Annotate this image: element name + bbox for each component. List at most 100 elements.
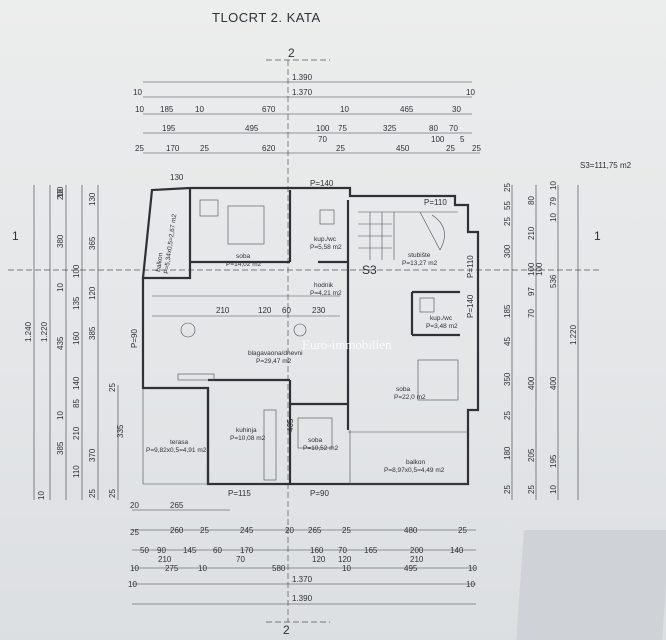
section-mark-bottom: 2 <box>283 623 290 637</box>
svg-text:120: 120 <box>312 555 326 564</box>
bed-1 <box>227 205 265 245</box>
svg-text:210: 210 <box>158 555 172 564</box>
svg-text:185: 185 <box>503 304 512 318</box>
svg-text:100: 100 <box>72 264 81 278</box>
svg-text:620: 620 <box>262 144 276 153</box>
svg-text:10: 10 <box>135 105 144 114</box>
svg-text:1.390: 1.390 <box>292 73 313 82</box>
left-dimension-lines <box>33 185 119 500</box>
svg-text:25: 25 <box>503 485 512 494</box>
svg-text:60: 60 <box>282 306 291 315</box>
svg-text:210: 210 <box>72 426 81 440</box>
svg-text:210: 210 <box>216 306 230 315</box>
svg-text:536: 536 <box>549 274 558 288</box>
svg-text:25: 25 <box>108 489 117 498</box>
svg-text:130: 130 <box>88 192 97 206</box>
svg-text:365: 365 <box>88 236 97 250</box>
svg-text:10: 10 <box>128 580 137 589</box>
watermark-text: Euro-immobilien <box>302 337 392 352</box>
column-circle <box>293 323 307 337</box>
svg-text:210: 210 <box>527 226 536 240</box>
svg-text:10: 10 <box>56 411 65 420</box>
wc-fixture-2 <box>419 297 435 313</box>
svg-text:P=110: P=110 <box>466 255 475 278</box>
svg-text:135: 135 <box>72 296 81 310</box>
room-kupwc-1-area: P=5,58 m2 <box>310 244 342 251</box>
svg-text:25: 25 <box>458 526 467 535</box>
stair-label: S3 <box>362 263 377 277</box>
section-mark-left: 1 <box>12 229 19 243</box>
room-stubiste-area: P=13,27 m2 <box>402 260 438 267</box>
svg-text:10: 10 <box>195 105 204 114</box>
svg-text:180: 180 <box>503 446 512 460</box>
section-mark-right: 1 <box>594 229 601 243</box>
svg-text:10: 10 <box>133 88 142 97</box>
svg-text:170: 170 <box>240 546 254 555</box>
svg-text:140: 140 <box>450 546 464 555</box>
svg-text:60: 60 <box>213 546 222 555</box>
building-walls <box>141 186 480 486</box>
svg-text:70: 70 <box>318 135 327 144</box>
svg-text:10: 10 <box>549 213 558 222</box>
staircase <box>358 211 458 260</box>
svg-text:20: 20 <box>285 526 294 535</box>
svg-text:195: 195 <box>162 124 176 133</box>
svg-text:P=110: P=110 <box>424 198 447 207</box>
svg-text:300: 300 <box>503 244 512 258</box>
svg-text:200: 200 <box>410 546 424 555</box>
svg-text:10: 10 <box>340 105 349 114</box>
svg-text:25: 25 <box>88 489 97 498</box>
room-kupwc-2-area: P=3,48 m2 <box>426 323 458 330</box>
room-terasa-area: P=9,82x0,5=4,91 m2 <box>146 447 207 454</box>
room-soba-1-name: soba <box>236 253 250 260</box>
room-kuhinja-name: kuhinja <box>236 427 257 434</box>
svg-text:405: 405 <box>286 418 295 432</box>
svg-text:90: 90 <box>157 546 166 555</box>
table-circle <box>180 322 196 338</box>
svg-text:30: 30 <box>452 105 461 114</box>
svg-text:25: 25 <box>130 528 139 537</box>
svg-text:10: 10 <box>468 564 477 573</box>
svg-text:97: 97 <box>527 287 536 296</box>
svg-text:145: 145 <box>183 546 197 555</box>
svg-text:10: 10 <box>198 564 207 573</box>
top-dimension-lines <box>143 81 480 154</box>
svg-text:160: 160 <box>310 546 324 555</box>
svg-text:25: 25 <box>336 144 345 153</box>
svg-text:5: 5 <box>460 135 465 144</box>
room-soba-2-area: P=22,0 m2 <box>394 394 426 401</box>
svg-text:70: 70 <box>338 546 347 555</box>
room-dnevni-area: P=29,47 m2 <box>256 358 292 365</box>
svg-text:85: 85 <box>72 399 81 408</box>
svg-text:P=90: P=90 <box>130 329 139 348</box>
svg-text:10: 10 <box>37 491 46 500</box>
svg-text:350: 350 <box>503 372 512 386</box>
svg-text:50: 50 <box>140 546 149 555</box>
right-dimension-texts: 25 55 25 300 185 45 350 25 180 25 80 210… <box>503 181 578 494</box>
svg-text:230: 230 <box>312 306 326 315</box>
svg-text:400: 400 <box>549 376 558 390</box>
svg-text:25: 25 <box>503 217 512 226</box>
bedroom-window-mark <box>199 199 219 217</box>
svg-text:385: 385 <box>88 326 97 340</box>
svg-text:10: 10 <box>466 580 475 589</box>
svg-text:195: 195 <box>549 454 558 468</box>
svg-text:10: 10 <box>549 181 558 190</box>
svg-text:1.220: 1.220 <box>569 324 578 345</box>
svg-text:10: 10 <box>466 88 475 97</box>
svg-text:70: 70 <box>449 124 458 133</box>
room-kuhinja-area: P=10,08 m2 <box>230 435 266 442</box>
svg-text:450: 450 <box>396 144 410 153</box>
kitchen-counter <box>263 409 277 481</box>
svg-text:165: 165 <box>364 546 378 555</box>
svg-text:25: 25 <box>527 485 536 494</box>
svg-text:25: 25 <box>472 144 481 153</box>
bed-2 <box>417 359 459 401</box>
room-soba-1-area: P=14,02 m2 <box>226 261 262 268</box>
svg-text:100: 100 <box>316 124 330 133</box>
svg-text:370: 370 <box>88 448 97 462</box>
svg-text:10: 10 <box>549 485 558 494</box>
section-mark-top: 2 <box>288 46 295 60</box>
bottom-dimension-texts: 20 265 25 260 25 245 20 265 25 480 25 50… <box>128 501 477 603</box>
